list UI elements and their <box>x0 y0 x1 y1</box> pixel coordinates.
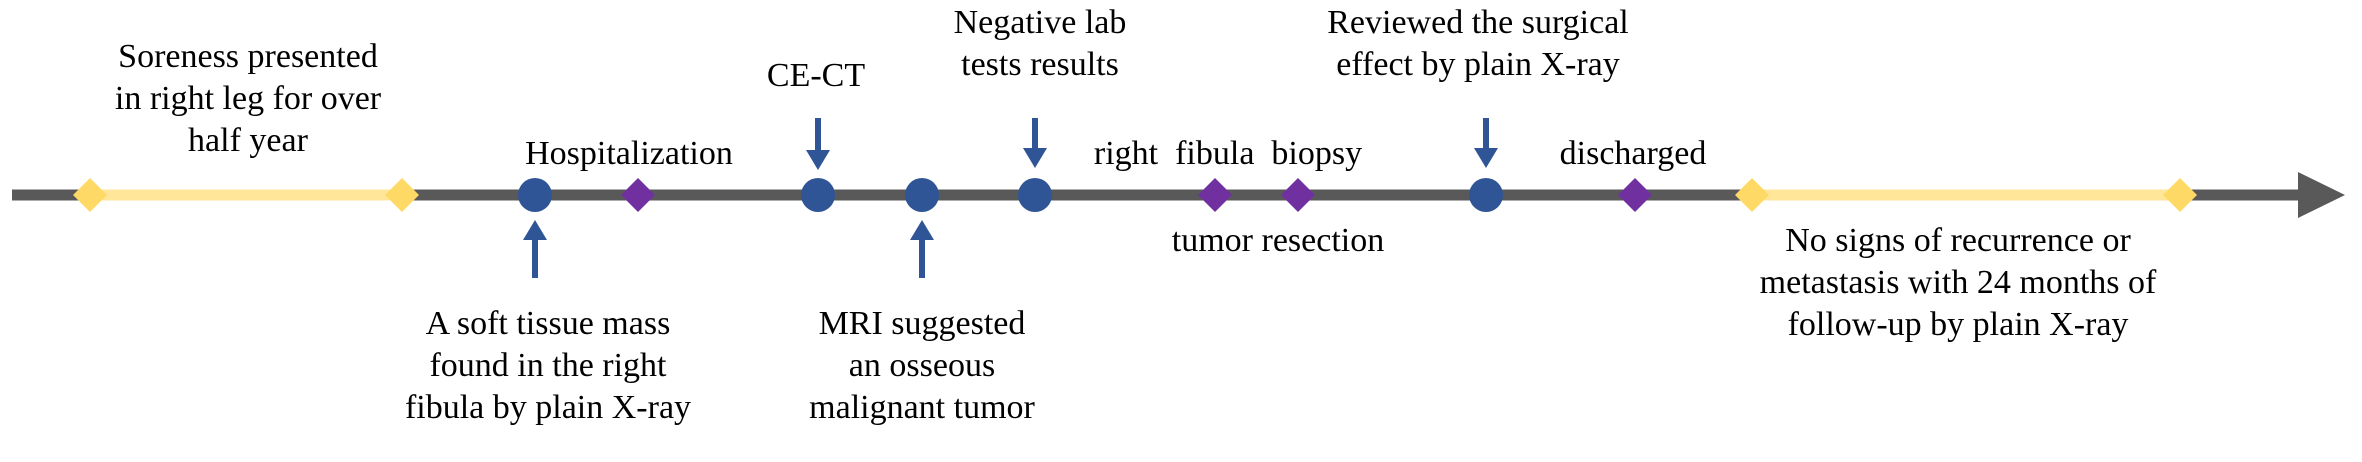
period-marker <box>1735 178 1769 212</box>
label-follow-up: No signs of recurrence or metastasis wit… <box>1759 222 2157 343</box>
event-diamond-discharged <box>1618 178 1652 212</box>
label-soft-tissue: A soft tissue mass found in the right fi… <box>404 305 692 426</box>
period-marker <box>73 178 107 212</box>
label-mri: MRI suggested an osseous malignant tumor <box>809 305 1035 426</box>
period-marker <box>385 178 419 212</box>
label-cect: CE-CT <box>766 57 866 94</box>
label-hospitalization: Hospitalization <box>525 135 733 172</box>
label-soreness: Soreness presented in right leg for over… <box>114 38 382 159</box>
label-review: Reviewed the surgical effect by plain X-… <box>1327 4 1629 83</box>
arrow-down-review <box>1474 118 1498 168</box>
period-marker <box>2163 178 2197 212</box>
arrow-down-lab <box>1023 118 1047 168</box>
event-dot-mri <box>905 178 939 212</box>
event-diamond-hospitalization <box>621 178 655 212</box>
label-resection: tumor resection <box>1171 222 1385 259</box>
label-discharged: discharged <box>1559 135 1707 172</box>
event-dot-soft-tissue <box>518 178 552 212</box>
event-dot-cect <box>801 178 835 212</box>
arrow-down-cect <box>806 118 830 170</box>
arrow-up-mri <box>910 220 934 278</box>
event-diamond-resection <box>1198 178 1232 212</box>
event-diamond-biopsy <box>1281 178 1315 212</box>
event-dot-review <box>1469 178 1503 212</box>
label-biopsy: right fibula biopsy <box>1093 135 1363 172</box>
event-dot-lab <box>1018 178 1052 212</box>
arrow-up-soft-tissue <box>523 220 547 278</box>
timeline-arrowhead <box>2298 172 2345 218</box>
label-lab: Negative lab tests results <box>953 4 1127 83</box>
